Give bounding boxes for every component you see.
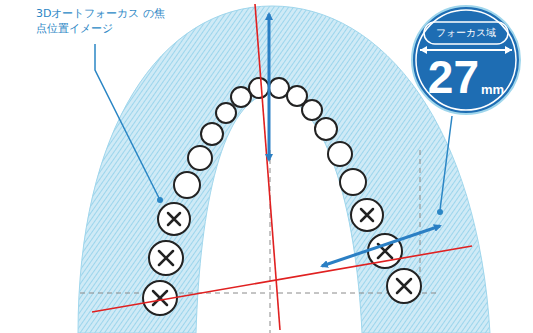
badge-heading: フォーカス域	[410, 24, 522, 42]
focus-arrow	[322, 226, 440, 266]
leader-dot	[437, 209, 443, 215]
badge-unit: mm	[481, 82, 504, 98]
leader-line	[440, 116, 452, 210]
guide-line	[420, 150, 421, 295]
axis-line	[92, 246, 472, 312]
leader-line	[95, 44, 160, 200]
focus-arrow	[268, 14, 271, 160]
callout-label: 3Dオートフォーカス の焦点位置イメージ	[36, 6, 166, 36]
guide-line	[270, 150, 271, 333]
guide-line	[80, 293, 440, 294]
molar-marks	[153, 209, 411, 305]
leader-dot	[157, 197, 163, 203]
badge-value: 27	[428, 52, 479, 102]
focus-band	[78, 6, 490, 333]
focus-badge: フォーカス域 27mm	[410, 4, 522, 116]
